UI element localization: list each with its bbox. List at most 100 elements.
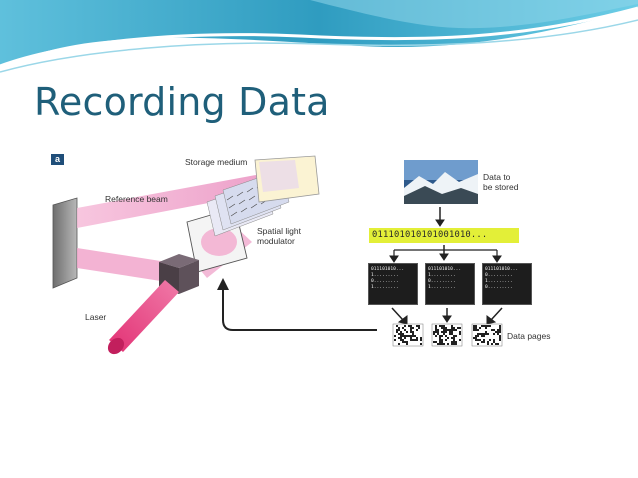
bit-cell <box>441 343 443 345</box>
optical-setup-diagram <box>52 155 503 355</box>
bit-cell <box>402 327 404 329</box>
page-line: 1......... <box>485 279 513 284</box>
bit-cell <box>493 329 495 331</box>
bit-cell <box>410 337 412 339</box>
bit-cell <box>416 337 418 339</box>
data-to-be-stored-line1: Data to <box>483 172 511 182</box>
bit-cell <box>499 337 501 339</box>
bit-cell <box>499 325 501 327</box>
bit-cell <box>451 331 453 333</box>
bit-cell <box>420 337 422 339</box>
bit-cell <box>445 339 447 341</box>
page-line: 1......... <box>371 273 399 278</box>
bit-cell <box>445 329 447 331</box>
bit-cell <box>441 341 443 343</box>
flow-arrows <box>389 207 503 325</box>
bit-cell <box>439 335 441 337</box>
bit-cell <box>414 335 416 337</box>
page-line: 0......... <box>428 279 456 284</box>
bit-cell <box>487 343 489 345</box>
bit-cell <box>451 325 453 327</box>
bit-cell <box>499 327 501 329</box>
bit-cell <box>398 343 400 345</box>
bit-cell <box>481 341 483 343</box>
bit-cell <box>499 331 501 333</box>
bit-cell <box>451 327 453 329</box>
bit-cell <box>420 343 422 345</box>
page-line: 0......... <box>485 273 513 278</box>
bit-cell <box>473 337 475 339</box>
bit-cell <box>487 341 489 343</box>
bit-cell <box>493 333 495 335</box>
page-line: 011101010... <box>428 267 462 272</box>
bit-cell <box>497 331 499 333</box>
bit-cell <box>412 335 414 337</box>
bit-cell <box>475 329 477 331</box>
binary-data-string: 011101010101001010... <box>369 228 519 243</box>
bit-cell <box>404 329 406 331</box>
bit-cell <box>443 333 445 335</box>
bit-cell <box>455 341 457 343</box>
bit-cell <box>497 329 499 331</box>
page-line: 0......... <box>485 285 513 290</box>
bit-cell <box>435 327 437 329</box>
bit-cell <box>435 325 437 327</box>
reference-beam-lower <box>77 248 167 282</box>
bit-cell <box>410 325 412 327</box>
bit-cell <box>441 331 443 333</box>
bit-cell <box>493 339 495 341</box>
bit-cell <box>420 339 422 341</box>
bit-cell <box>396 325 398 327</box>
bit-cell <box>414 339 416 341</box>
bit-cell <box>453 341 455 343</box>
bit-cell <box>418 325 420 327</box>
bit-cell <box>483 341 485 343</box>
bit-cell <box>410 327 412 329</box>
bit-cell <box>412 333 414 335</box>
bit-cell <box>499 329 501 331</box>
bit-cell <box>443 343 445 345</box>
bit-cell <box>400 335 402 337</box>
bit-cell <box>445 331 447 333</box>
bit-cell <box>449 333 451 335</box>
bit-cell <box>416 325 418 327</box>
bit-cell <box>473 329 475 331</box>
bit-cell <box>453 343 455 345</box>
bit-cell <box>453 327 455 329</box>
bit-cell <box>412 327 414 329</box>
bit-cell <box>453 337 455 339</box>
bit-cell <box>485 333 487 335</box>
bit-cell <box>394 335 396 337</box>
bit-cell <box>451 343 453 345</box>
bit-cell <box>398 333 400 335</box>
bit-cell <box>394 339 396 341</box>
page-line: 011101010... <box>371 267 405 272</box>
bit-cell <box>455 335 457 337</box>
bit-cell <box>477 333 479 335</box>
bit-cell <box>491 329 493 331</box>
bit-cell <box>477 343 479 345</box>
data-page-screen: 011101010...0.........1.........0.......… <box>482 263 532 305</box>
data-pages-label: Data pages <box>507 331 551 341</box>
bit-cell <box>404 337 406 339</box>
bit-cell <box>473 325 475 327</box>
bit-cell <box>433 331 435 333</box>
bit-cell <box>493 341 495 343</box>
bit-cell <box>406 331 408 333</box>
bit-cell <box>437 333 439 335</box>
bit-cell <box>418 327 420 329</box>
bit-cell <box>410 335 412 337</box>
slm-beam-spot <box>201 228 237 256</box>
bit-cell <box>483 333 485 335</box>
bit-cell <box>451 341 453 343</box>
slm-label-line2: modulator <box>257 236 295 246</box>
bit-cell <box>483 325 485 327</box>
bit-cell <box>449 329 451 331</box>
bit-cell <box>497 343 499 345</box>
bit-cell <box>406 335 408 337</box>
bit-cell <box>400 337 402 339</box>
header-wave-decoration <box>0 0 638 73</box>
bit-cell <box>475 339 477 341</box>
bit-cell <box>483 339 485 341</box>
bit-cell <box>402 333 404 335</box>
